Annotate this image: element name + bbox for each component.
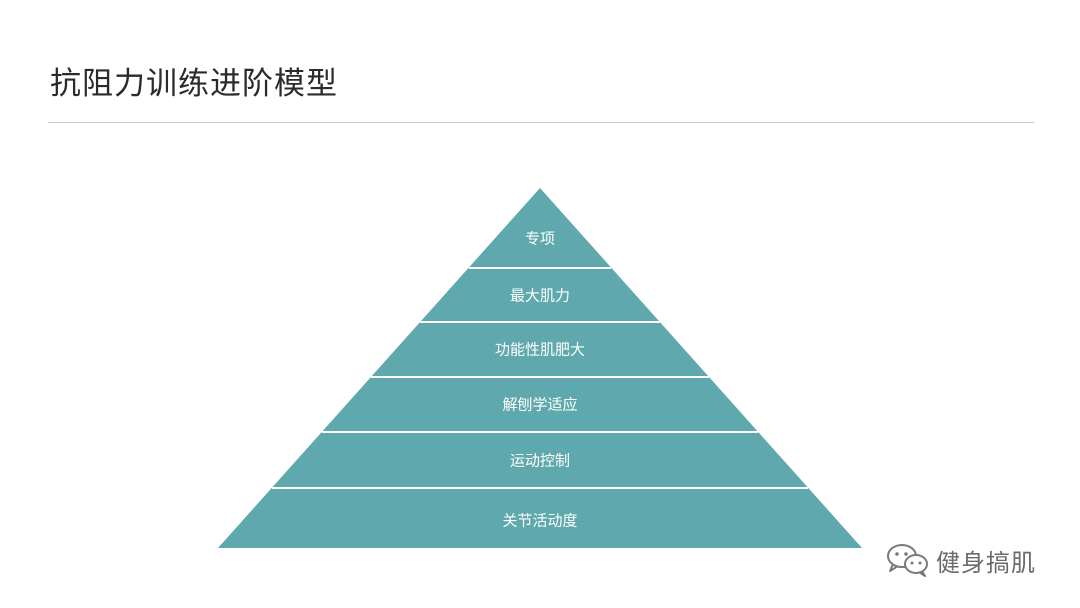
level-label-max-strength: 最大肌力 [510,287,570,305]
watermark: 健身搞肌 [886,540,1036,580]
watermark-text: 健身搞肌 [936,548,1036,577]
title-divider [48,122,1034,123]
level-label-anatomical-adaptation: 解刨学适应 [502,396,577,414]
level-label-specialty: 专项 [525,230,555,248]
level-label-motor-control: 运动控制 [510,452,570,470]
slide-title: 抗阻力训练进阶模型 [50,66,338,102]
level-label-joint-mobility: 关节活动度 [502,512,577,530]
level-label-functional-hypertrophy: 功能性肌肥大 [495,341,585,359]
wechat-icon [887,544,928,577]
pyramid-shape [218,188,862,548]
